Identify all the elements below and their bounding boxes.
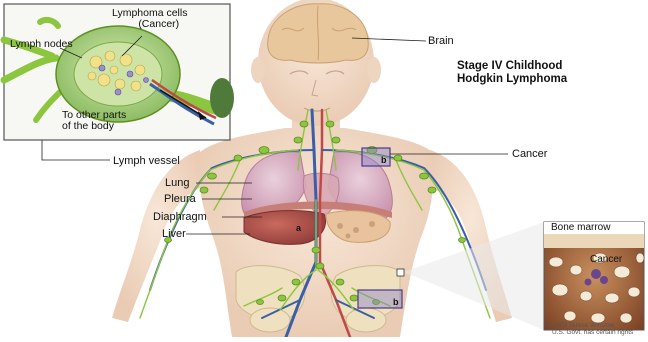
other-parts-line-2: of the body xyxy=(62,121,126,132)
label-liver: Liver xyxy=(162,228,186,240)
bone-marrow-inset-graphic xyxy=(404,222,644,330)
inset-label-lymphoma-cells: Lymphoma cells (Cancer) xyxy=(112,8,187,30)
label-lymph-vessel: Lymph vessel xyxy=(113,155,180,167)
label-brain: Brain xyxy=(428,35,454,47)
diagram-title: Stage IV Childhood Hodgkin Lymphoma xyxy=(457,60,567,86)
marker-a: a xyxy=(296,222,301,234)
credit-line-2: U.S. Govt. has certain rights xyxy=(552,329,633,336)
lymphoma-cells-line-2: (Cancer) xyxy=(112,19,187,30)
inset-label-bone-marrow: Bone marrow xyxy=(551,222,610,234)
label-pleura: Pleura xyxy=(164,193,196,205)
title-line-1: Stage IV Childhood xyxy=(457,60,567,73)
inset-label-lymph-nodes: Lymph nodes xyxy=(10,39,73,50)
inset-label-other-parts: To other parts of the body xyxy=(62,110,126,132)
label-cancer: Cancer xyxy=(512,148,547,160)
label-diaphragm: Diaphragm xyxy=(153,211,207,223)
inset-label-marrow-cancer: Cancer xyxy=(590,254,622,266)
marker-b-lower: b xyxy=(393,296,399,308)
credit-line-1: © 2009 Terese Winslow xyxy=(546,322,614,329)
label-lung: Lung xyxy=(165,177,189,189)
title-line-2: Hodgkin Lymphoma xyxy=(457,73,567,86)
cancer-box-bone xyxy=(397,269,404,276)
marker-b-upper: b xyxy=(381,154,387,166)
